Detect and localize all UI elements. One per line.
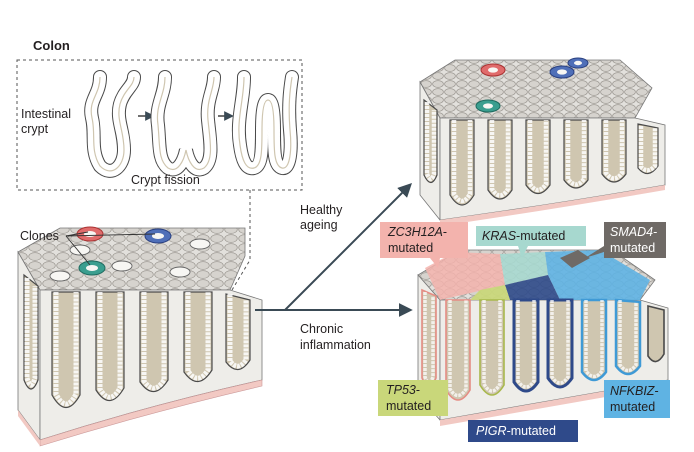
normal-crypt bbox=[647, 304, 665, 363]
tp53-gene: TP53 bbox=[386, 383, 416, 397]
kras-suffix: -mutated bbox=[516, 229, 565, 243]
nfkbiz-crypt-2 bbox=[614, 298, 642, 376]
tp53-suffix: - bbox=[416, 383, 420, 397]
nfkbiz-gene: NFKBIZ bbox=[610, 384, 655, 398]
chronic-inflammation-label-line1: Chronic bbox=[300, 322, 343, 336]
clones-label: Clones bbox=[20, 229, 59, 243]
clones-pointer-lines bbox=[65, 231, 156, 266]
healthy-epithelium-surface bbox=[419, 59, 653, 119]
left-base-layer bbox=[39, 379, 263, 447]
pigr-patch bbox=[505, 275, 560, 300]
healthy-ageing-label-line2: ageing bbox=[300, 218, 338, 232]
divided-crypts bbox=[231, 70, 299, 176]
panel-title: Colon bbox=[33, 38, 70, 53]
healthy-ageing-label-line1: Healthy bbox=[300, 203, 343, 217]
svg-text:TP53-: TP53- bbox=[386, 383, 420, 397]
chronic-inflammation-label-line2: inflammation bbox=[300, 338, 371, 352]
nfkbiz-label: NFKBIZ- mutated bbox=[604, 380, 670, 418]
kras-gene: KRAS bbox=[482, 229, 517, 243]
single-crypt bbox=[84, 70, 141, 178]
inset-dashed-box bbox=[16, 59, 303, 191]
kras-patch bbox=[500, 252, 548, 285]
zc3h12a-line2: mutated bbox=[388, 241, 433, 255]
smad4-patch bbox=[560, 250, 590, 268]
svg-text:SMAD4-: SMAD4- bbox=[610, 225, 657, 239]
tp53-patch bbox=[470, 285, 510, 300]
zc3h12a-label: ZC3H12A- mutated bbox=[380, 222, 468, 268]
fissioning-crypt bbox=[150, 70, 221, 177]
healthy-tissue-block bbox=[419, 57, 666, 226]
smad4-gene: SMAD4 bbox=[610, 225, 653, 239]
pigr-crypt-2 bbox=[546, 298, 574, 389]
nfkbiz-suffix: - bbox=[654, 384, 658, 398]
svg-text:NFKBIZ-: NFKBIZ- bbox=[610, 384, 659, 398]
pigr-gene: PIGR bbox=[476, 424, 507, 438]
svg-text:KRAS-mutated: KRAS-mutated bbox=[482, 229, 565, 243]
smad4-label: SMAD4- mutated bbox=[585, 222, 666, 258]
crypt-fission-inset: Intestinal crypt Crypt fission bbox=[16, 59, 303, 191]
smad4-line2: mutated bbox=[610, 241, 655, 255]
zc3h12a-patch bbox=[425, 252, 505, 300]
tp53-line2: mutated bbox=[386, 399, 431, 413]
pigr-suffix: -mutated bbox=[507, 424, 556, 438]
crypt-fission-label: Crypt fission bbox=[131, 173, 200, 187]
intestinal-crypt-label-line1: Intestinal bbox=[21, 107, 71, 121]
pigr-crypt-1 bbox=[512, 298, 540, 393]
tp53-crypt bbox=[479, 299, 505, 396]
svg-text:ZC3H12A-: ZC3H12A- bbox=[387, 225, 447, 239]
zc3h12a-suffix: - bbox=[443, 225, 447, 239]
pigr-label: PIGR-mutated bbox=[468, 420, 578, 442]
nfkbiz-line2: mutated bbox=[610, 400, 655, 414]
smad4-suffix: - bbox=[653, 225, 657, 239]
svg-text:PIGR-mutated: PIGR-mutated bbox=[476, 424, 556, 438]
nfkbiz-crypt-1 bbox=[580, 298, 608, 382]
left-tissue-block: Clones bbox=[17, 226, 263, 447]
zc3h12a-gene: ZC3H12A bbox=[387, 225, 443, 239]
tp53-label: TP53- mutated bbox=[378, 380, 448, 416]
fate-arrows bbox=[255, 183, 413, 317]
intestinal-crypt-label-line2: crypt bbox=[21, 122, 49, 136]
kras-label: KRAS-mutated bbox=[476, 226, 586, 258]
